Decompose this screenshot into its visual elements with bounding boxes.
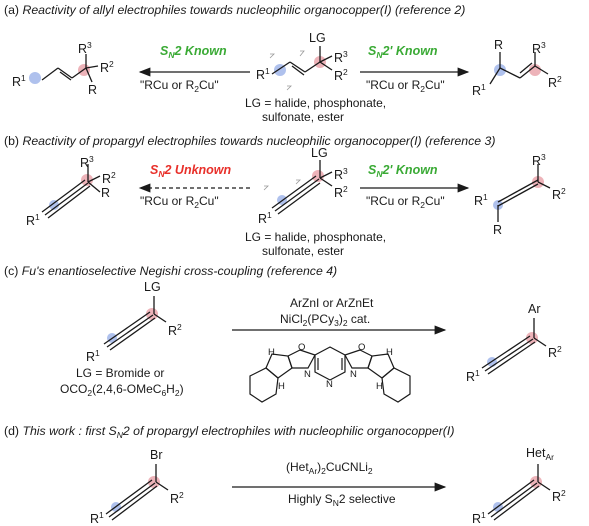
panel-b-right-r: R xyxy=(493,223,503,237)
panel-b-lg-definition: LG = halide, phosphonate, xyxy=(245,230,387,244)
panel-a-right-product xyxy=(489,52,549,85)
panel-c-product-r1: R1 xyxy=(466,368,480,384)
panel-b-substrate-r2: R2 xyxy=(334,184,348,200)
panel-c-product-ar: Ar xyxy=(528,302,541,316)
panel-b-left-product xyxy=(41,164,101,219)
panel-d-product-hetar: HetAr xyxy=(526,446,554,462)
panel-a-reagent-right: "RCu or R2Cu" xyxy=(366,78,445,94)
panel-d-product xyxy=(487,464,551,521)
panel-c-substrate xyxy=(103,296,167,351)
ligand-n-right: N xyxy=(350,369,357,380)
panel-d-substrate xyxy=(105,464,169,521)
panel-d-substrate-br: Br xyxy=(150,448,163,462)
panel-a-lg-definition-2: sulfonate, ester xyxy=(262,110,345,124)
panel-c-substrate-r2: R2 xyxy=(168,322,182,338)
panel-a-right-r1: R1 xyxy=(472,82,486,98)
panel-b-substrate xyxy=(263,160,333,215)
panel-a-right-r3: R3 xyxy=(532,40,546,56)
panel-d-reagent-2: Highly SN2 selective xyxy=(288,492,396,508)
panel-b-left-r: R xyxy=(101,186,111,200)
panel-a-right-r: R xyxy=(494,38,504,52)
ligand-h-right: H xyxy=(386,347,393,358)
panel-d-product-r1: R1 xyxy=(472,510,486,526)
panel-a-lg-definition: LG = halide, phosphonate, xyxy=(245,96,387,110)
panel-c-substrate-r1: R1 xyxy=(86,348,100,364)
panel-d-reagent-1: (HetAr)2CuCNLi2 xyxy=(286,460,373,476)
ligand-h-right-2: H xyxy=(376,381,383,392)
panel-a-substrate-r1: R1 xyxy=(256,66,270,82)
panel-b-reagent-right: "RCu or R2Cu" xyxy=(366,194,445,210)
panel-a-substrate-r3: R3 xyxy=(334,49,348,65)
panel-a-left-product xyxy=(29,54,99,84)
panel-b-right-r1: R1 xyxy=(474,192,488,208)
panel-b-reagent-left: "RCu or R2Cu" xyxy=(140,194,219,210)
ligand-n-left: N xyxy=(304,369,311,380)
panel-a-left-r3: R3 xyxy=(78,40,92,56)
panel-b-substrate-r3: R3 xyxy=(334,166,348,182)
panel-c-product xyxy=(481,318,547,375)
panel-a-substrate-r2: R2 xyxy=(334,67,348,83)
pybox-ligand xyxy=(249,346,411,403)
panel-c-reagent-1: ArZnI or ArZnEt xyxy=(290,296,374,310)
panel-c-lg-definition-2: OCO2(2,4,6-OMeC6H2) xyxy=(60,382,184,398)
panel-c-reagent-2: NiCl2(PCy3)2 cat. xyxy=(280,312,371,328)
panel-b-sn2prime-known-label: SN2' Known xyxy=(368,163,438,179)
ligand-o-right: O xyxy=(358,342,366,353)
panel-c-product-r2: R2 xyxy=(548,344,562,360)
panel-a-substrate xyxy=(269,46,333,91)
panel-d-header: (d) This work : first SN2 of propargyl e… xyxy=(4,424,455,440)
panel-b-left-r1: R1 xyxy=(26,212,40,228)
panel-b-header: (b) Reactivity of propargyl electrophile… xyxy=(4,134,496,148)
panel-c-header: (c) Fu's enantioselective Negishi cross-… xyxy=(4,264,338,278)
panel-d-substrate-r2: R2 xyxy=(170,490,184,506)
panel-d-product-r2: R2 xyxy=(552,488,566,504)
panel-b-substrate-lg: LG xyxy=(311,146,328,160)
panel-b-right-r3: R3 xyxy=(532,152,546,168)
panel-b-right-r2: R2 xyxy=(552,186,566,202)
panel-a-left-r1: R1 xyxy=(12,73,26,89)
ligand-o-left: O xyxy=(298,342,306,353)
panel-b-lg-definition-2: sulfonate, ester xyxy=(262,244,345,258)
panel-c-substrate-lg: LG xyxy=(144,280,161,294)
ligand-h-left-2: H xyxy=(278,381,285,392)
panel-b-allene-product xyxy=(493,164,551,222)
ligand-n-pyridine: N xyxy=(326,379,333,390)
panel-c-lg-definition: LG = Bromide or xyxy=(76,366,165,380)
panel-d-substrate-r1: R1 xyxy=(90,510,104,526)
panel-a-substrate-lg: LG xyxy=(309,31,326,45)
panel-a-left-r: R xyxy=(88,83,98,97)
panel-a-sn2-known-label: SN2 Known xyxy=(160,44,227,60)
panel-b-left-r3: R3 xyxy=(80,154,94,170)
panel-b-left-r2: R2 xyxy=(102,170,116,186)
panel-b-substrate-r1: R1 xyxy=(258,210,272,226)
panel-a-right-r2: R2 xyxy=(548,74,562,90)
panel-a-header: (a) Reactivity of allyl electrophiles to… xyxy=(4,3,466,17)
panel-b-sn2-unknown-label: SN2 Unknown xyxy=(150,163,232,179)
panel-a-left-r2: R2 xyxy=(100,59,114,75)
panel-a-reagent-left: "RCu or R2Cu" xyxy=(140,78,219,94)
panel-a-sn2prime-known-label: SN2' Known xyxy=(368,44,438,60)
ligand-h-left: H xyxy=(268,347,275,358)
